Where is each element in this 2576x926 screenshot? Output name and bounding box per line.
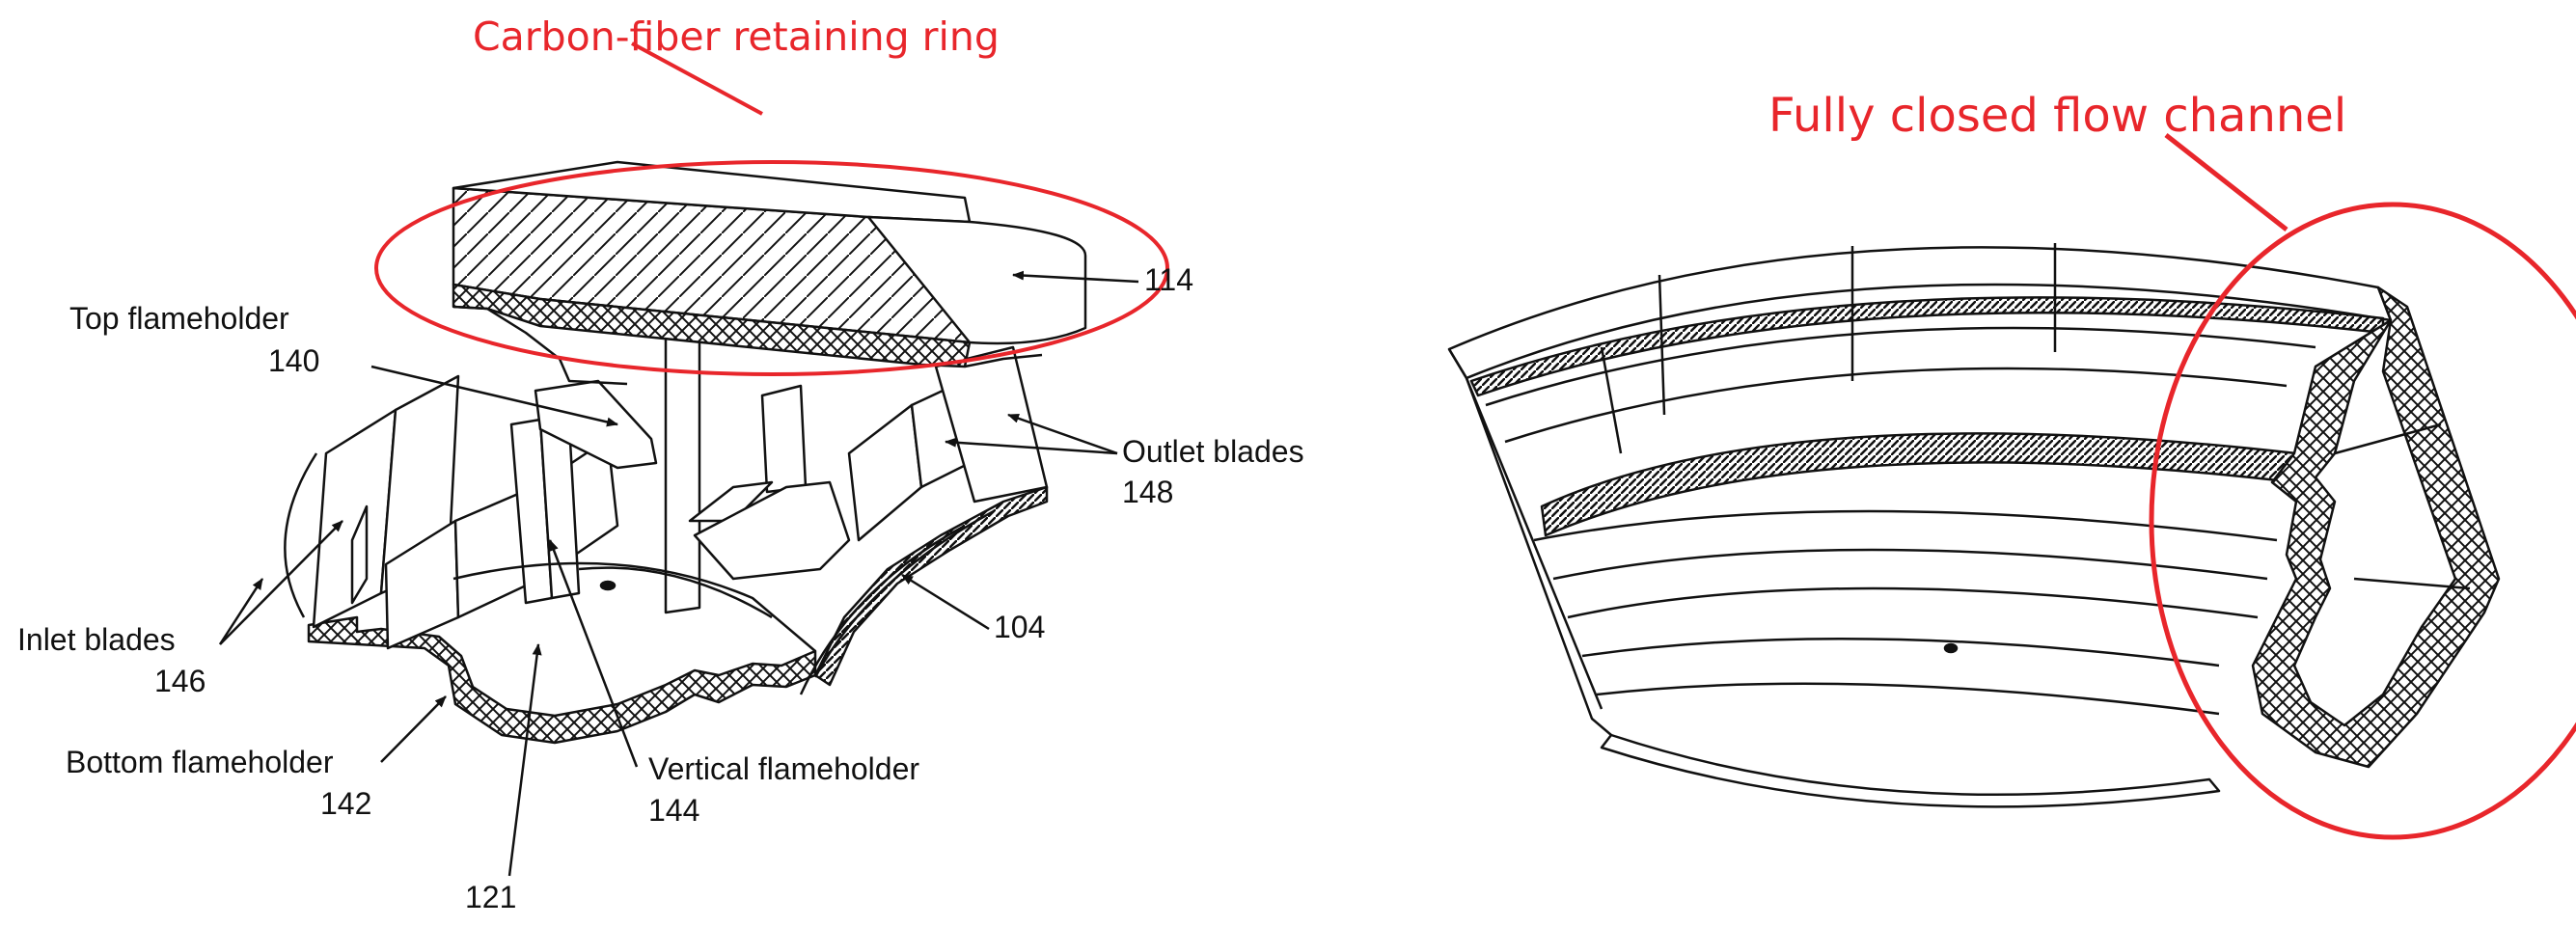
- ring-highlight-ellipse: [374, 160, 1169, 376]
- inlet-blades-arc: [284, 452, 318, 618]
- liner-section: [813, 485, 1049, 687]
- inlet-blades-number: 146: [154, 664, 206, 698]
- hole-leader: [507, 643, 542, 877]
- left-callout-label: Carbon-fiber retaining ring: [473, 14, 1000, 60]
- ring-leader: [1012, 270, 1139, 284]
- vertical-flameholder-label: Vertical flameholder: [648, 751, 920, 786]
- liner-leader: [901, 573, 990, 631]
- bottom-flameholder-number: 142: [320, 786, 372, 821]
- hole-number: 121: [465, 880, 517, 914]
- liner-number: 104: [994, 610, 1046, 644]
- outlet-blades-leader-2: [945, 437, 1118, 455]
- bottom-flameholder-section: [307, 615, 817, 745]
- vertical-flameholder-number: 144: [648, 793, 700, 828]
- right-callout-label: Fully closed flow channel: [1768, 89, 2347, 143]
- outlet-blades-leader-1: [1007, 413, 1118, 455]
- left-callout-marks: [374, 41, 1169, 376]
- bottom-flameholder-label: Bottom flameholder: [66, 745, 334, 779]
- left-combustor-cutaway: [307, 160, 1087, 745]
- right-closed-channel-sector: [1447, 243, 2501, 808]
- bottom-flameholder-leader: [380, 695, 447, 763]
- top-flameholder-plate: [534, 379, 658, 470]
- right-callout-marks: [2149, 133, 2576, 840]
- inlet-blades-leader-1: [219, 520, 343, 645]
- left-leader-lines: [218, 270, 1139, 877]
- outlet-blades-number: 148: [1122, 475, 1174, 509]
- ring-number: 114: [1144, 262, 1194, 297]
- inlet-blades-label: Inlet blades: [17, 622, 176, 657]
- top-flameholder-number: 140: [268, 343, 320, 378]
- top-flameholder-label: Top flameholder: [69, 301, 289, 336]
- outlet-blades-label: Outlet blades: [1122, 434, 1304, 469]
- channel-highlight-ellipse: [2149, 202, 2576, 840]
- inlet-blades-leader-2: [218, 578, 264, 645]
- top-flameholder-leader: [370, 365, 618, 427]
- vertical-flameholder-leader: [548, 539, 639, 768]
- middle-hatched-band: [1540, 432, 2298, 537]
